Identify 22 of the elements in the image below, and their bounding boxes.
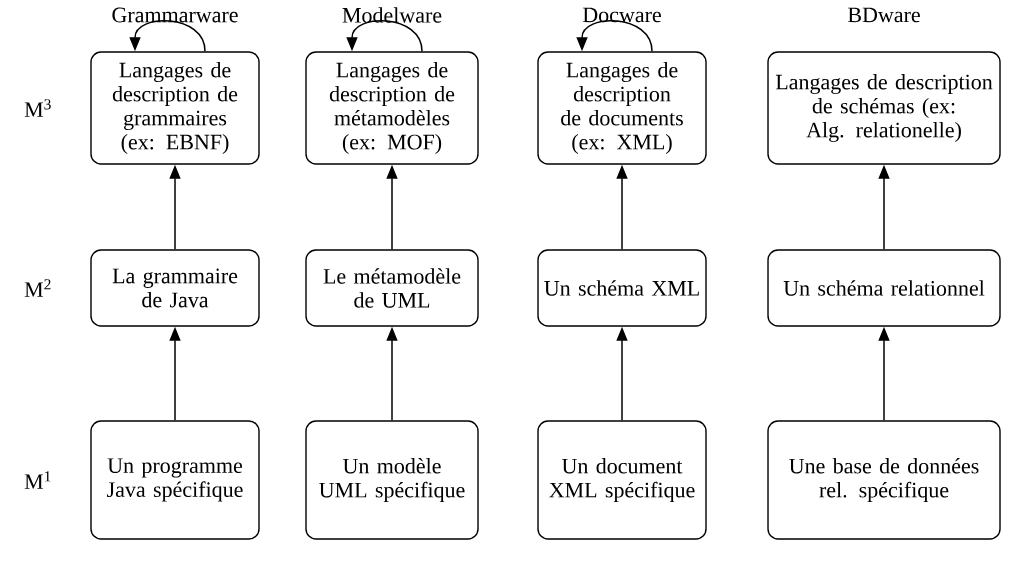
process-box: Langages de description de métamodèles (ex: MOF) <box>305 51 479 165</box>
loop-arrow <box>576 20 653 53</box>
process-box: Langages de description de documents (ex: XML) <box>537 51 707 165</box>
process-box: Une base de données rel. spécifique <box>767 420 1001 540</box>
process-box: Un schéma XML <box>537 249 707 327</box>
process-box: Un programme Java spécifique <box>90 420 260 540</box>
process-box: Un modèle UML spécifique <box>305 420 479 540</box>
process-box: Langages de description de schémas (ex: Alg. relationelle) <box>767 51 1001 165</box>
loop-arrow <box>129 20 206 53</box>
level-label: M$^{1}$ <box>24 471 51 489</box>
process-box: Langages de description de grammaires (ex: EBNF) <box>90 51 260 165</box>
column-heading: BDware <box>848 7 920 23</box>
column-heading: Modelware <box>342 7 442 23</box>
column-heading: Grammarware <box>112 7 238 23</box>
column-heading: Docware <box>582 7 661 23</box>
process-box: Un schéma relationnel <box>767 249 1001 327</box>
level-label: M$^{3}$ <box>24 99 51 117</box>
process-box: Un document XML spécifique <box>537 420 707 540</box>
loop-arrow <box>346 20 423 53</box>
process-box: Le métamodèle de UML <box>305 249 479 327</box>
level-label: M$^{2}$ <box>24 279 51 297</box>
process-box: La grammaire de Java <box>90 249 260 327</box>
